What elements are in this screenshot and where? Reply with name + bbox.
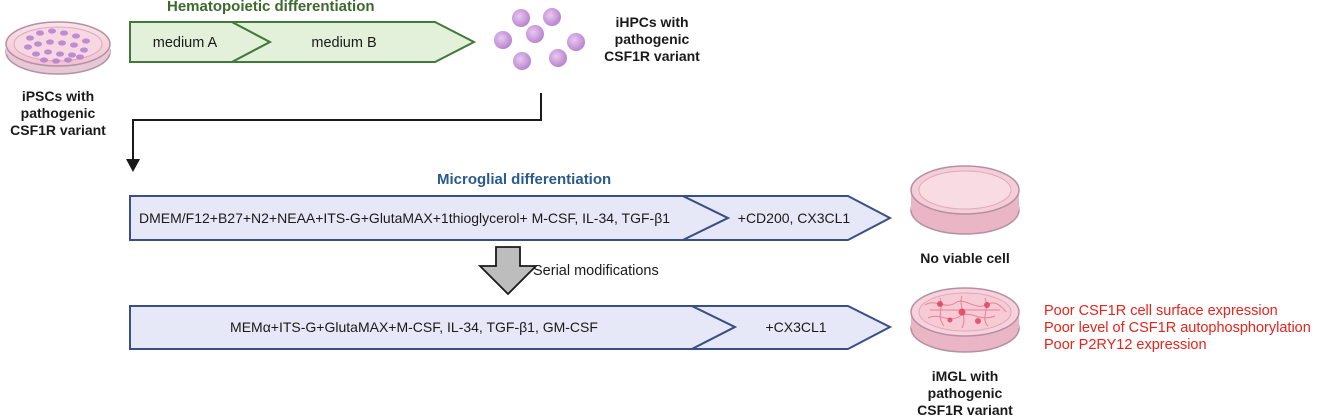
note-item: Poor P2RY12 expression xyxy=(1044,337,1207,353)
ihpc-cells-icon xyxy=(494,8,585,70)
ipsc-colony-dot xyxy=(82,38,90,44)
ipsc-colony-dot xyxy=(56,51,64,57)
ipsc-caption-line: pathogenic xyxy=(20,105,96,121)
row1-addon-chevron xyxy=(682,195,893,241)
ihpc-caption-line: CSF1R variant xyxy=(604,48,700,64)
hematopoietic-arrow xyxy=(129,21,477,63)
ipsc-caption-line: CSF1R variant xyxy=(10,122,106,138)
ihpc-caption-line: iHPCs with xyxy=(615,14,689,30)
row2-addon-chevron xyxy=(691,305,893,350)
ipsc-dish-icon xyxy=(5,21,111,75)
ipsc-colony-dot xyxy=(60,30,68,36)
medium-a-label: medium A xyxy=(153,35,218,51)
row1-addon-label: +CD200, CX3CL1 xyxy=(738,210,851,226)
serial-modification-arrow xyxy=(477,246,539,296)
ipsc-colony-dot xyxy=(46,39,54,45)
ipsc-colony-dot xyxy=(80,47,88,53)
ihpc-caption-line: pathogenic xyxy=(614,31,690,47)
row2-addon-label: +CX3CL1 xyxy=(765,319,826,335)
imgl-dish-icon xyxy=(910,287,1020,353)
imgl-caption-line: CSF1R variant xyxy=(917,402,1013,418)
ipsc-colony-dot xyxy=(58,40,66,46)
ipsc-colony-dot xyxy=(68,52,76,58)
imgl-phenotype-notes: Poor CSF1R cell surface expression Poor … xyxy=(1044,303,1311,354)
connector-arrowhead xyxy=(126,159,140,172)
ihpc-caption: iHPCs with pathogenic CSF1R variant xyxy=(598,14,706,65)
microglial-arrow-row2 xyxy=(129,305,893,350)
ipsc-colony-dot xyxy=(40,57,48,63)
note-item: Poor level of CSF1R autophosphorylation xyxy=(1044,320,1311,336)
ipsc-colony-dot xyxy=(76,54,84,60)
ipsc-colony-dot xyxy=(32,51,40,57)
ipsc-colony-dot xyxy=(64,57,72,63)
medium-b-chevron xyxy=(231,21,477,63)
microglial-arrow-row1 xyxy=(129,195,893,241)
imgl-caption-line: iMGL with xyxy=(931,368,999,384)
row2-main-label: MEMα+ITS-G+GlutaMAX+M-CSF, IL-34, TGF-β1… xyxy=(230,319,598,335)
microglial-title: Microglial differentiation xyxy=(437,171,612,188)
ipsc-colony-dot xyxy=(72,33,80,39)
connector-arrow xyxy=(132,93,542,160)
serial-modification-label: Serial modifications xyxy=(533,263,659,279)
ipsc-colony-dot xyxy=(52,58,60,64)
ipsc-caption-line: iPSCs with xyxy=(21,88,95,104)
hematopoietic-title: Hematopoietic differentiation xyxy=(167,0,375,15)
row1-main-label: DMEM/F12+B27+N2+NEAA+ITS-G+GlutaMAX+1thi… xyxy=(139,210,670,226)
ipsc-caption: iPSCs with pathogenic CSF1R variant xyxy=(6,88,110,139)
imgl-caption-line: pathogenic xyxy=(927,385,1003,401)
ipsc-colony-dot xyxy=(36,30,44,36)
note-item: Poor CSF1R cell surface expression xyxy=(1044,303,1278,319)
ipsc-colony-dot xyxy=(48,28,56,34)
ipsc-colony-dot xyxy=(70,42,78,48)
medium-b-label: medium B xyxy=(311,35,376,51)
imgl-caption: iMGL with pathogenic CSF1R variant xyxy=(905,368,1025,419)
ipsc-colony-dot xyxy=(34,41,42,47)
ipsc-colony-dot xyxy=(24,44,32,50)
ipsc-colony-dot xyxy=(44,49,52,55)
no-viable-cell-caption: No viable cell xyxy=(920,250,1010,266)
ipsc-colony-dot xyxy=(26,35,34,41)
empty-dish-icon xyxy=(910,165,1020,235)
